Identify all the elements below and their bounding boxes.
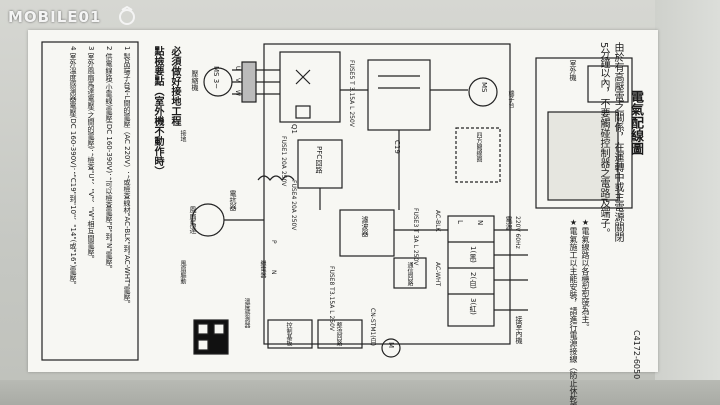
stepper-motor-symbol [381,338,401,358]
check-item-2: 2 供電線路(小電線)電壓(DC 160-390V)；可以檢查電壓"P"到"N"… [105,46,113,273]
warning-line2: 5分鐘以內，不要觸碰控制器之電路及端子。 [598,42,609,239]
label-ac-blk: AC-BLK [434,210,441,232]
label-cn-stm: CN-STM1(白) [369,308,376,346]
check-item-1: 1 製品端子台N-L間的電壓（AC 220V）；或檢查線材"AC-BLK"到"A… [123,46,131,308]
label-comm: 通信回路 [406,262,413,286]
label-q1: Q1 [290,124,298,134]
label-power: 電源 [505,216,513,230]
label-ac-wht: AC-WHT [434,262,441,287]
check-items-frame [41,41,139,361]
label-fuse-5: FUSE3 T 3A L 250V [412,208,419,266]
check-item-3: 3 室外風扇馬達電壓(之間的電壓)；檢查"U"、"V"、"W"相互間電壓。 [87,46,95,263]
note-2: ★電氣施工以主能安裝，請進行電源接線（防止休乾電池）。 [569,218,578,405]
label-relay: 繼電器 [259,260,266,278]
diagram-title: 電氣配線圖 [628,90,643,155]
label-ms3: MS 3~ [212,66,220,90]
check-item-4: 4 室外溫度感測器電壓(DC 160-390V)；"C19"到"10"、"14"… [69,46,77,289]
label-qty3: 3(紅) [469,298,477,315]
label-ms: MS [480,82,488,93]
label-reactor: 電抗器 [229,190,237,211]
label-p: P [270,240,277,244]
label-four-way-valve: 四方閥線圈 [475,132,482,162]
c19-capacitor-block [367,59,431,131]
label-terminal-block: 端子台 [507,90,514,108]
label-compressor: 壓縮機 [191,70,199,91]
label-c19: C19 [393,140,401,154]
power-supply-box [317,319,363,349]
label-v: V [234,78,241,83]
wall-background [655,0,720,405]
label-w: W [234,90,241,96]
warning-heading: 由於有高壓電之關係，在運轉中或主電源關閉 [612,42,623,242]
comm-circuit-box [393,257,427,289]
unit-sketch [535,57,633,209]
brand-watermark: MOBILE01 [8,8,102,26]
camera-logo-icon [119,6,135,25]
label-n-bus: N [270,270,277,275]
control-board-box [267,319,313,349]
terminal-block [447,215,495,327]
label-l: L [456,220,464,224]
must-connect-title: 必須做好接地工程 [169,46,180,126]
outdoor-fan-motor-symbol [468,77,498,107]
label-m: M [387,342,395,349]
label-pfc: PFC回路 [315,146,323,174]
label-power-spec: 220V 60Hz [514,216,521,249]
label-fuse-4: FUSE8 T3.15A L 250V [328,266,335,332]
key-points-title: 點檢要點（室外機不動作時） [152,46,163,176]
reactor-coil [257,175,295,181]
label-u: U [234,66,241,71]
control-board-frame [263,43,511,345]
label-outdoor-unit: 室外機 [569,60,577,81]
label-fan-drive: 風扇驅動 [179,260,186,284]
unit-bottom-edge [0,380,720,405]
wiring-diagram [41,41,633,361]
wiring-diagram-sheet: 電氣配線圖 由於有高壓電之關係，在運轉中或主電源關閉 5分鐘以內，不要觸碰控制器… [28,30,658,405]
note-1: ★電氣線路以各機型型號為主。 [581,218,590,331]
label-fuse-3: FUSE4 20A 250V [290,180,297,231]
inverter-module-box [279,51,341,123]
four-way-valve-box [455,127,501,183]
label-filter: 濾波器 [361,216,369,237]
label-thermistor: 溫度感測器 [243,298,250,328]
label-control-board: 控制基板 [285,322,292,346]
noise-filter-box [339,209,395,257]
label-fuse-1: FUSE5 T 3.15A L 250V [348,60,355,127]
label-qty2: 2(白) [469,272,477,289]
part-number: C4172-6050 [632,330,641,380]
label-ground: 接地 [179,130,186,142]
label-power-supply: 整流回路 [335,322,342,346]
label-fuse-2: FUSE1 20A 250V [280,136,287,187]
label-to-indoor: 接室內機 [515,316,523,344]
terminal-strip [241,61,257,103]
label-qty1: 1(黑) [469,246,477,263]
label-n: N [476,220,484,226]
label-fan-motor: 風扇馬達 [189,206,197,234]
